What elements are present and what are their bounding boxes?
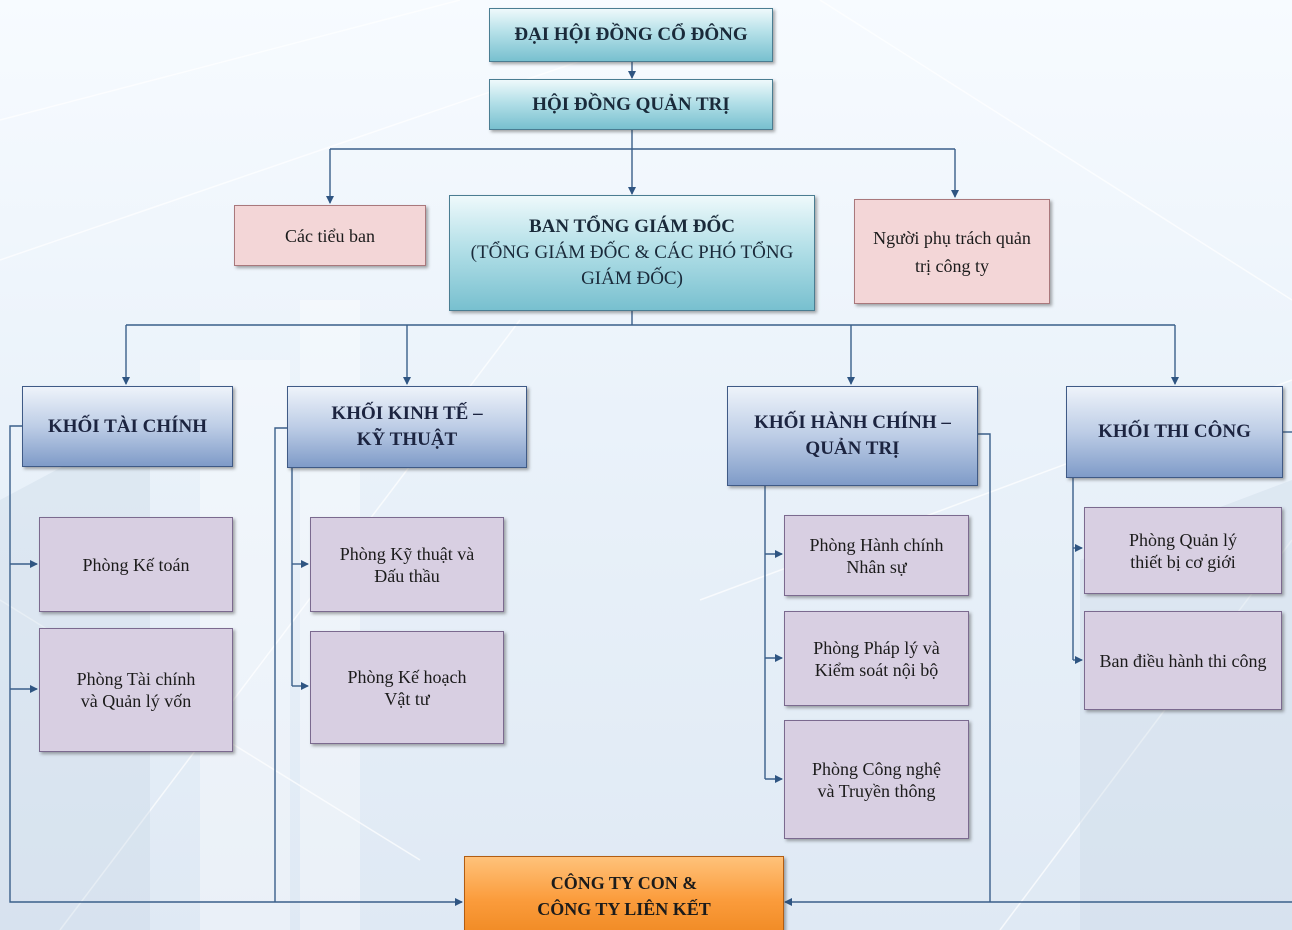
construction-division-title: KHỐI THI CÔNG xyxy=(1098,421,1251,442)
subsidiaries-box: CÔNG TY CON & CÔNG TY LIÊN KẾT xyxy=(464,856,784,930)
subsidiaries-line1: CÔNG TY CON & xyxy=(550,873,698,893)
legal-control-line2: Kiểm soát nội bộ xyxy=(814,659,939,680)
economic-technical-title-line2: KỸ THUẬT xyxy=(356,429,458,450)
tech-communication-line2: và Truyền thông xyxy=(817,780,936,801)
finance-division-box: KHỐI TÀI CHÍNH xyxy=(22,386,233,467)
governance-officer-line1: Người phụ trách quản xyxy=(873,227,1031,248)
planning-materials-line1: Phòng Kế hoạch xyxy=(347,666,467,687)
finance-division-title: KHỐI TÀI CHÍNH xyxy=(47,415,208,437)
governance-officer-box: Người phụ trách quản trị công ty xyxy=(854,199,1050,304)
equipment-line2: thiết bị cơ giới xyxy=(1130,551,1236,572)
admin-division-box: KHỐI HÀNH CHÍNH – QUẢN TRỊ xyxy=(727,386,978,486)
legal-control-line1: Phòng Pháp lý và xyxy=(813,637,940,658)
executive-board-line2: (TỔNG GIÁM ĐỐC & CÁC PHÓ TỔNG xyxy=(470,242,794,263)
economic-technical-division-box: KHỐI KINH TẾ – KỸ THUẬT xyxy=(287,386,527,468)
finance-capital-line1: Phòng Tài chính xyxy=(76,669,196,689)
construction-management-box: Ban điều hành thi công xyxy=(1084,611,1282,710)
hr-admin-line2: Nhân sự xyxy=(846,556,907,577)
subcommittees-label: Các tiểu ban xyxy=(285,225,375,246)
accounting-department-label: Phòng Kế toán xyxy=(82,554,190,575)
finance-capital-department-box: Phòng Tài chính và Quản lý vốn xyxy=(39,628,233,752)
board-of-directors-box: HỘI ĐỒNG QUẢN TRỊ xyxy=(489,79,773,130)
construction-management-label: Ban điều hành thi công xyxy=(1099,650,1267,671)
construction-division-box: KHỐI THI CÔNG xyxy=(1066,386,1283,478)
governance-officer-line2: trị công ty xyxy=(915,255,989,276)
tech-communication-line1: Phòng Công nghệ xyxy=(811,758,941,779)
planning-materials-line2: Vật tư xyxy=(384,688,430,709)
equipment-line1: Phòng Quản lý xyxy=(1129,529,1237,550)
executive-board-line3: GIÁM ĐỐC) xyxy=(581,268,683,289)
hr-admin-department-box: Phòng Hành chính Nhân sự xyxy=(784,515,969,596)
executive-board-box: BAN TỔNG GIÁM ĐỐC (TỔNG GIÁM ĐỐC & CÁC P… xyxy=(449,195,815,311)
admin-division-title-line2: QUẢN TRỊ xyxy=(805,438,900,459)
accounting-department-box: Phòng Kế toán xyxy=(39,517,233,612)
economic-technical-title-line1: KHỐI KINH TẾ – xyxy=(331,403,483,424)
admin-division-title-line1: KHỐI HÀNH CHÍNH – xyxy=(754,412,951,433)
subsidiaries-line2: CÔNG TY LIÊN KẾT xyxy=(537,899,711,919)
subcommittees-box: Các tiểu ban xyxy=(234,205,426,266)
technical-bidding-line1: Phòng Kỹ thuật và xyxy=(339,543,475,564)
shareholders-meeting-box: ĐẠI HỘI ĐỒNG CỔ ĐÔNG xyxy=(489,8,773,62)
finance-capital-line2: và Quản lý vốn xyxy=(80,691,192,711)
planning-materials-department-box: Phòng Kế hoạch Vật tư xyxy=(310,631,504,744)
shareholders-meeting-label: ĐẠI HỘI ĐỒNG CỔ ĐÔNG xyxy=(514,24,748,45)
hr-admin-line1: Phòng Hành chính xyxy=(809,534,944,555)
technical-bidding-line2: Đấu thầu xyxy=(374,565,440,586)
tech-communication-department-box: Phòng Công nghệ và Truyền thông xyxy=(784,720,969,839)
executive-board-title: BAN TỔNG GIÁM ĐỐC xyxy=(528,216,736,237)
legal-control-department-box: Phòng Pháp lý và Kiểm soát nội bộ xyxy=(784,611,969,706)
equipment-department-box: Phòng Quản lý thiết bị cơ giới xyxy=(1084,507,1282,594)
technical-bidding-department-box: Phòng Kỹ thuật và Đấu thầu xyxy=(310,517,504,612)
board-of-directors-label: HỘI ĐỒNG QUẢN TRỊ xyxy=(532,93,730,115)
